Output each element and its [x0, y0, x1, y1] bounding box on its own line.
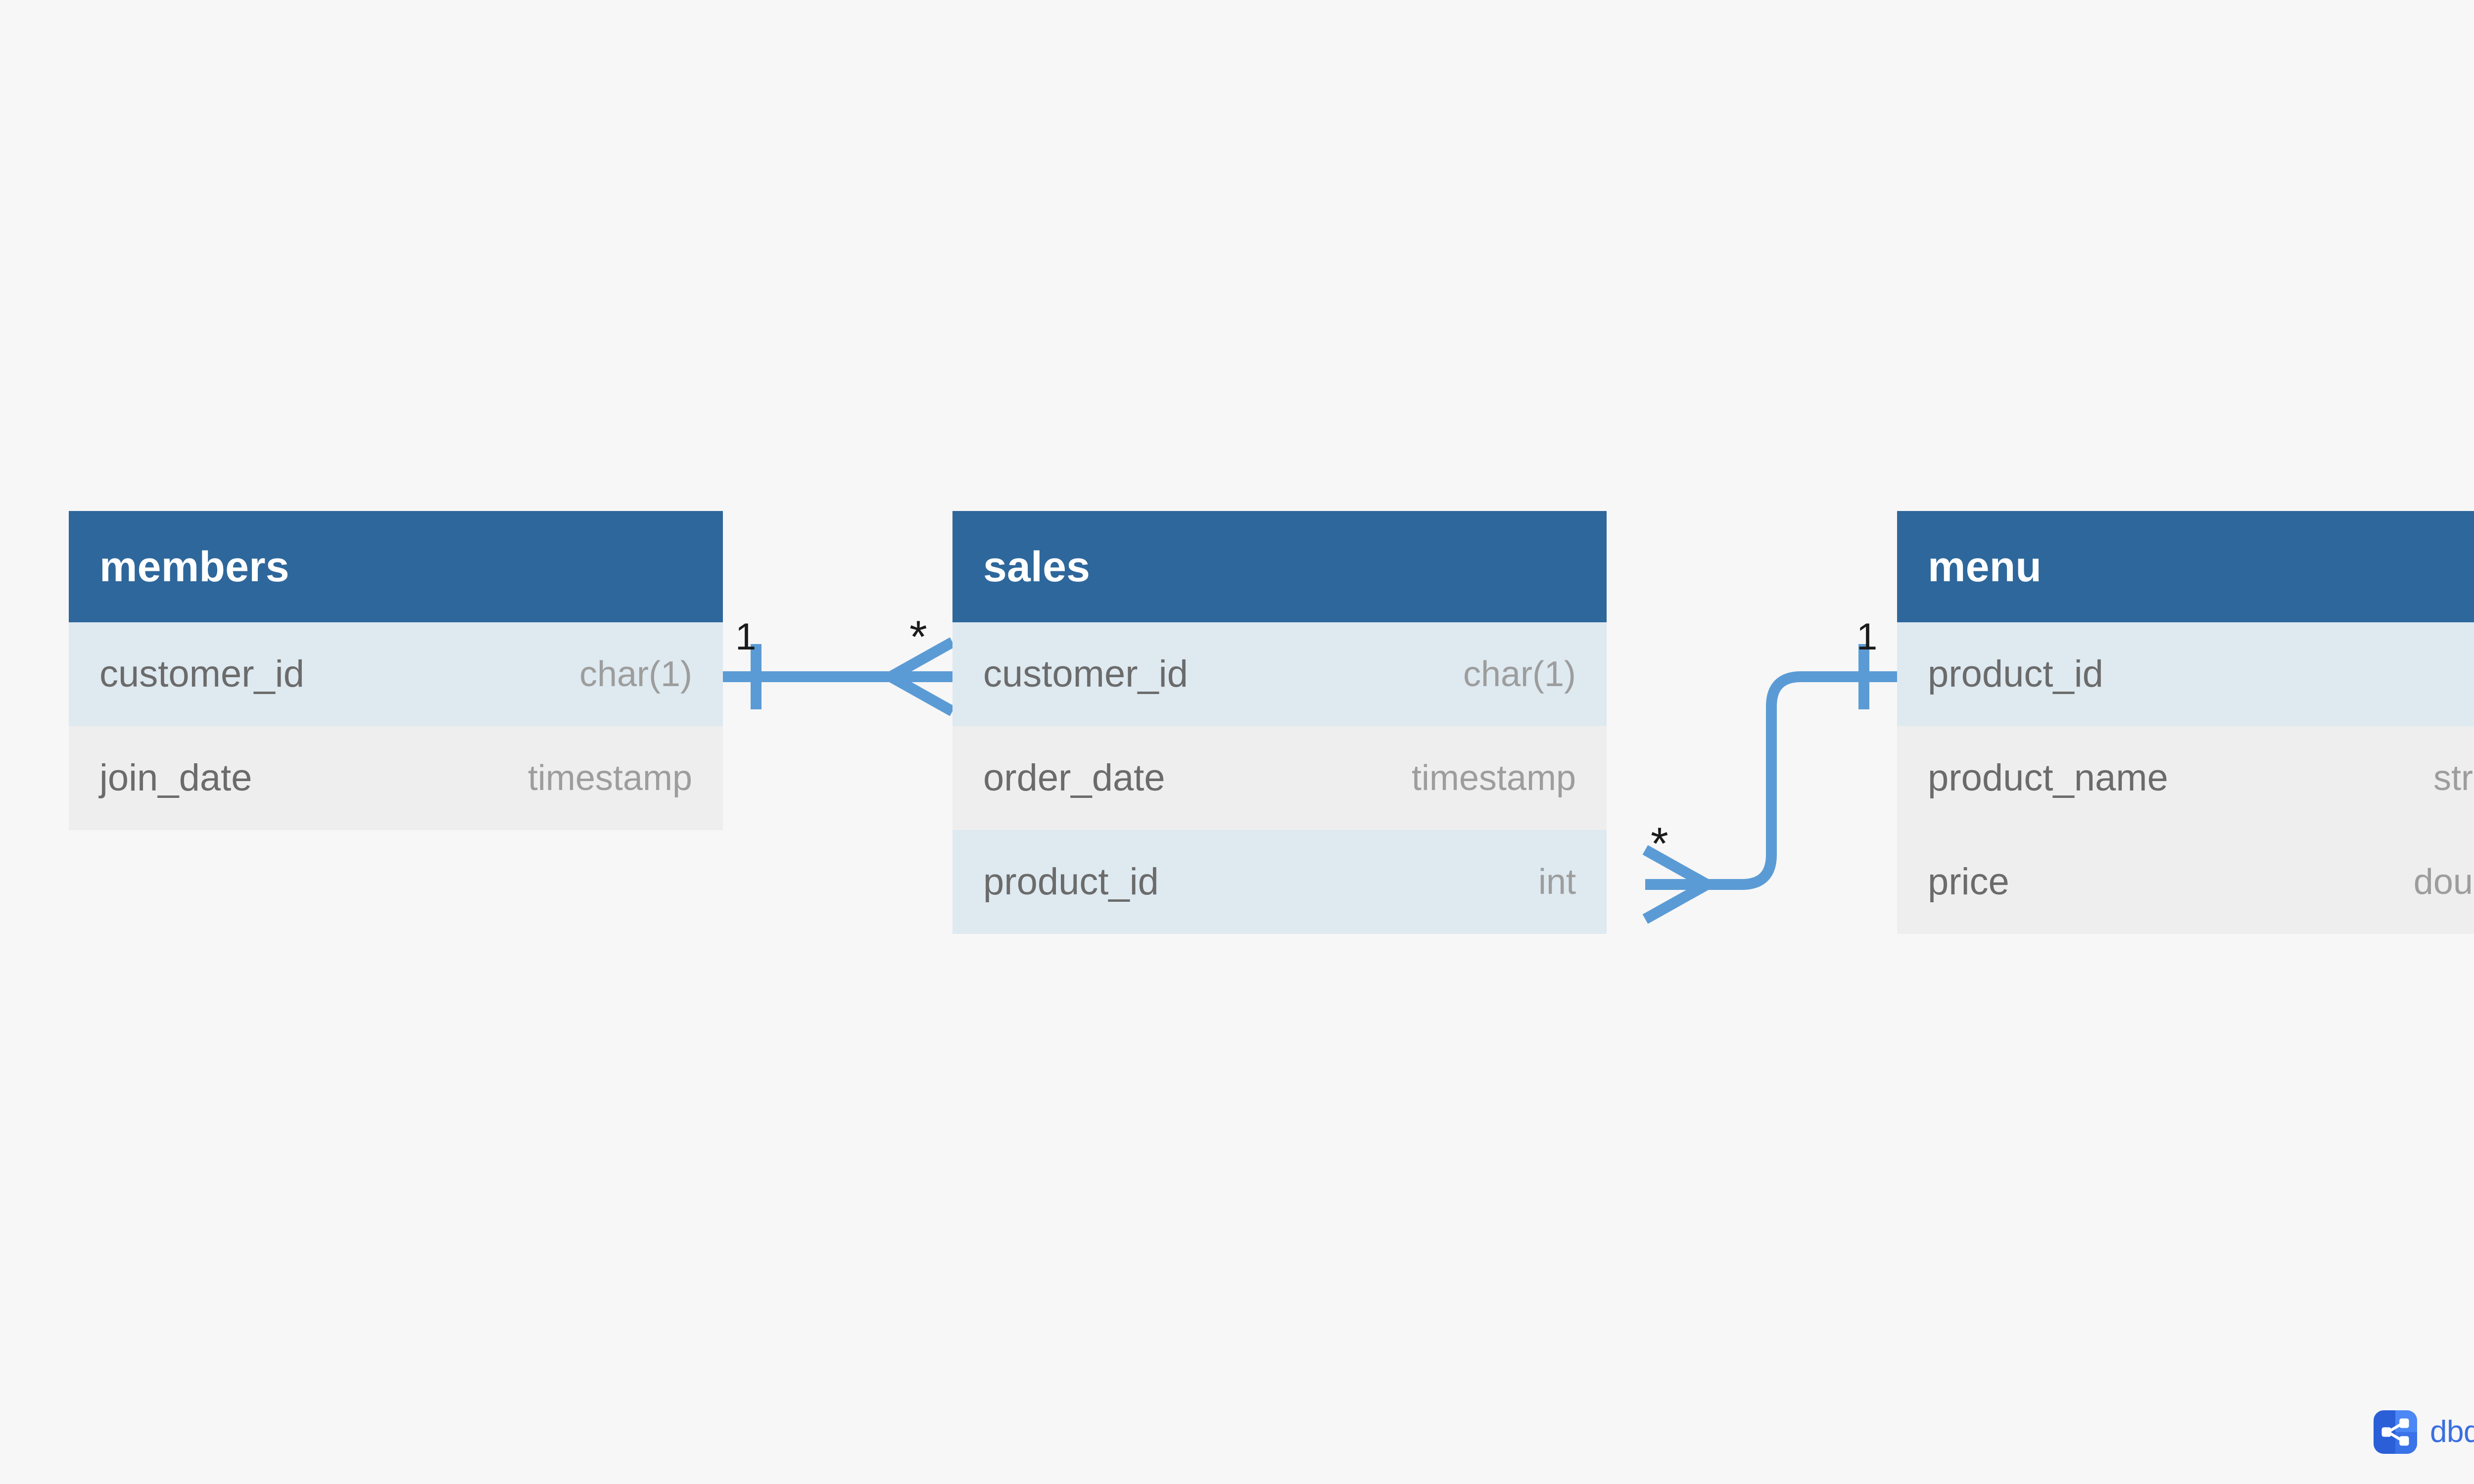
table-title: sales [983, 543, 1091, 591]
field-name: product_id [983, 861, 1159, 903]
dbdiagram-wordmark: dbdiagram.io [2430, 1415, 2474, 1449]
field-type: char(1) [1463, 654, 1576, 694]
table-row[interactable]: order_date timestamp [952, 726, 1607, 830]
table-header-sales[interactable]: sales [952, 511, 1607, 622]
cardinality-label-sales-product-many: * [1651, 819, 1668, 869]
table-title: menu [1928, 543, 2042, 591]
table-card-sales[interactable]: sales customer_id char(1) order_date tim… [952, 511, 1607, 934]
field-name: customer_id [99, 653, 304, 695]
field-type: double [2413, 862, 2474, 902]
field-type: timestamp [527, 758, 692, 798]
table-header-menu[interactable]: menu [1897, 511, 2474, 622]
field-name: product_name [1928, 757, 2168, 799]
table-card-menu[interactable]: menu product_id int product_name string … [1897, 511, 2474, 934]
table-card-members[interactable]: members customer_id char(1) join_date ti… [69, 511, 723, 830]
field-type: int [1538, 862, 1576, 902]
relationship-sales-menu [1642, 644, 1897, 924]
table-row[interactable]: join_date timestamp [69, 726, 723, 830]
cardinality-label-sales-many: * [909, 612, 927, 662]
field-type: timestamp [1411, 758, 1576, 798]
cardinality-label-menu-one: 1 [1856, 616, 1878, 658]
field-name: customer_id [983, 653, 1188, 695]
table-row[interactable]: customer_id char(1) [952, 622, 1607, 726]
field-type: char(1) [579, 654, 692, 694]
table-row[interactable]: product_name string [1897, 726, 2474, 830]
table-title: members [99, 543, 289, 591]
field-name: product_id [1928, 653, 2103, 695]
table-row[interactable]: product_id int [952, 830, 1607, 934]
relationship-line [1645, 671, 1897, 890]
table-row[interactable]: price double [1897, 830, 2474, 934]
table-header-members[interactable]: members [69, 511, 723, 622]
field-type: string [2433, 758, 2474, 798]
table-row[interactable]: product_id int [1897, 622, 2474, 726]
field-name: join_date [99, 757, 252, 799]
field-name: order_date [983, 757, 1165, 799]
cardinality-label-members-one: 1 [735, 616, 757, 658]
share-nodes-icon [2374, 1410, 2417, 1454]
dbdiagram-watermark[interactable]: dbdiagram.io [2374, 1410, 2474, 1454]
field-name: price [1928, 861, 2009, 903]
table-row[interactable]: customer_id char(1) [69, 622, 723, 726]
